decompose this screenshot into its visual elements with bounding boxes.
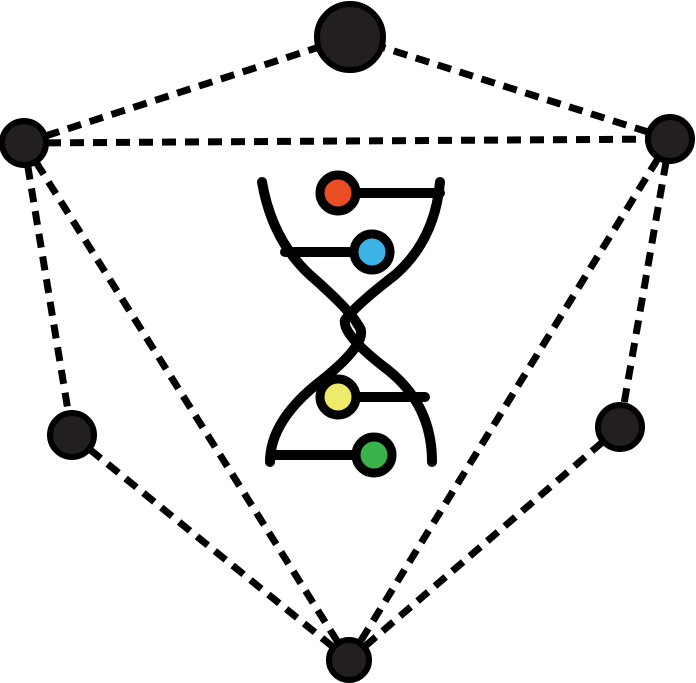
edge-top-upper-right — [348, 33, 672, 143]
edge-upper-right-bottom — [346, 137, 673, 662]
network-node-upper-right — [645, 114, 695, 164]
network-node-top — [314, 1, 386, 73]
edge-lower-left-bottom — [69, 432, 352, 663]
dna-strand-left — [257, 177, 366, 467]
edge-upper-left-bottom — [21, 141, 352, 662]
edge-lower-right-bottom — [346, 424, 623, 663]
base-yellow-dot — [315, 374, 361, 420]
edge-layer — [20, 33, 674, 663]
network-node-bottom — [326, 637, 372, 683]
base-blue-dot — [349, 229, 395, 275]
base-green-dot — [351, 432, 397, 478]
network-node-lower-right — [595, 402, 645, 452]
network-node-upper-left — [0, 118, 49, 168]
dna-icon — [257, 170, 445, 478]
network-node-lower-left — [47, 410, 97, 460]
edge-upper-left-lower-left — [20, 142, 76, 436]
edge-upper-left-upper-right — [23, 135, 671, 147]
base-red-dot — [315, 170, 361, 216]
edge-upper-right-lower-right — [616, 138, 674, 428]
edge-upper-left-top — [22, 33, 352, 147]
